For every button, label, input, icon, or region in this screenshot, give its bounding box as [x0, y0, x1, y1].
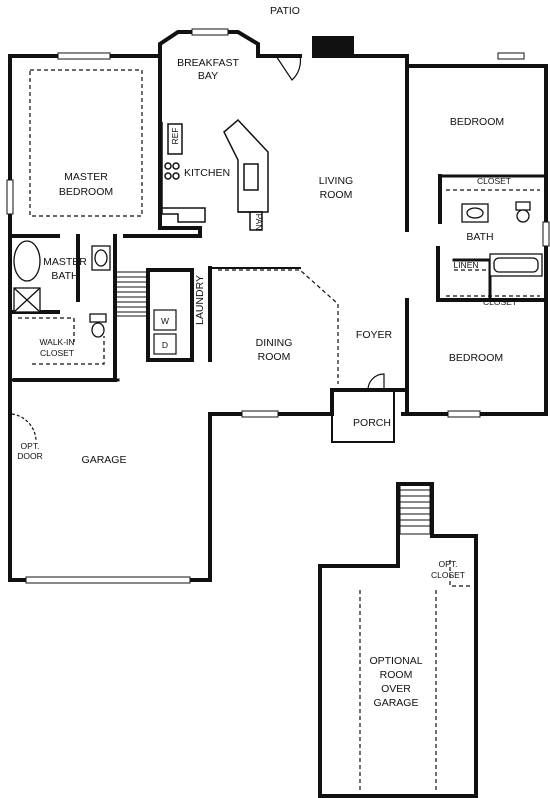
- breakfast-bay-label-1: BREAKFAST: [177, 57, 239, 69]
- pan-label: PAN: [254, 214, 264, 231]
- opt-door-label-1: OPT.: [21, 441, 40, 451]
- dining-room-label-1: DINING: [256, 337, 293, 349]
- kitchen-fixtures: [161, 118, 269, 231]
- laundry-label: LAUNDRY: [194, 275, 206, 325]
- master-bedroom-label-2: BEDROOM: [59, 186, 113, 198]
- walk-in-closet-label-1: WALK-IN: [39, 337, 74, 347]
- doors: [11, 55, 385, 441]
- breakfast-bay-label-2: BAY: [198, 70, 218, 82]
- dining-room-label-2: ROOM: [258, 351, 291, 363]
- optional-room-label-2: ROOM: [380, 669, 413, 681]
- master-bath-label-2: BATH: [51, 270, 78, 282]
- ceiling-lines: [29, 69, 470, 790]
- optional-room-label-1: OPTIONAL: [369, 655, 422, 667]
- porch-label: PORCH: [353, 417, 391, 429]
- patio-label: PATIO: [270, 5, 300, 17]
- laundry-appliances: [153, 309, 177, 355]
- closet-1-label: CLOSET: [477, 176, 511, 186]
- opt-closet-label-2: CLOSET: [431, 570, 465, 580]
- foyer-label: FOYER: [356, 329, 393, 341]
- master-bath-label-1: MASTER: [43, 256, 87, 268]
- garage-label: GARAGE: [82, 454, 127, 466]
- living-room-label-2: ROOM: [320, 189, 353, 201]
- room-labels: PATIO BREAKFAST BAY KITCHEN REF PAN MAST…: [17, 5, 517, 709]
- master-bedroom-label-1: MASTER: [64, 171, 108, 183]
- linen-label: LINEN: [453, 260, 478, 270]
- ref-label: REF: [170, 128, 180, 145]
- stairs: [115, 271, 431, 535]
- kitchen-label: KITCHEN: [184, 167, 230, 179]
- bedroom-2-label: BEDROOM: [449, 352, 503, 364]
- windows: [6, 28, 550, 584]
- dryer-label: D: [162, 340, 168, 350]
- opt-door-label-2: DOOR: [17, 451, 43, 461]
- living-room-label-1: LIVING: [319, 175, 353, 187]
- closet-2-label: CLOSET: [483, 297, 517, 307]
- bath-label: BATH: [466, 231, 493, 243]
- optional-room-label-4: GARAGE: [374, 697, 419, 709]
- opt-closet-label-1: OPT.: [439, 559, 458, 569]
- washer-label: W: [161, 316, 169, 326]
- bath-fixtures: [13, 189, 543, 365]
- bedroom-1-label: BEDROOM: [450, 116, 504, 128]
- optional-room-label-3: OVER: [381, 683, 411, 695]
- walls: [8, 30, 548, 798]
- walk-in-closet-label-2: CLOSET: [40, 348, 74, 358]
